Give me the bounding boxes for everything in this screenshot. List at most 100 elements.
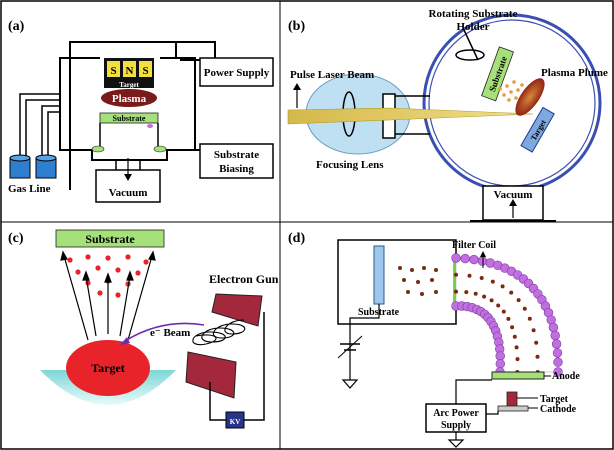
rotating-holder-ring xyxy=(455,49,485,61)
filter-coil-label: Filter Coil xyxy=(452,240,496,251)
vacuum-a-label: Vacuum xyxy=(109,187,148,199)
filter-coil-pointer-head xyxy=(480,251,486,257)
substrate-biasing-box xyxy=(199,143,274,179)
plasma-plume-label: Plasma Plume xyxy=(541,67,608,79)
duct-particle xyxy=(454,289,458,294)
substrate-c-label: Substrate xyxy=(85,232,135,246)
gas-line-label: Gas Line xyxy=(8,183,51,195)
duct-particle xyxy=(527,316,532,321)
vacuum-b-base xyxy=(470,220,556,222)
vacuum-a-arrowhead xyxy=(124,174,132,181)
duct-particle xyxy=(501,309,506,314)
arc-power-supply-box xyxy=(425,403,487,433)
arc-power-supply-label-1: Arc Power xyxy=(433,408,479,419)
arc-ground-symbol xyxy=(447,439,465,448)
plasma-plume xyxy=(515,78,545,116)
power-supply-label: Power Supply xyxy=(204,67,270,79)
substrate-c xyxy=(55,229,165,248)
coil-bead xyxy=(495,359,505,369)
sputter-target xyxy=(104,80,154,88)
coil-bead xyxy=(550,330,560,341)
magnet-s1 xyxy=(107,61,120,77)
duct-particle xyxy=(510,325,515,330)
magnet-label-s1: S xyxy=(110,65,116,77)
e-beam-arrowhead xyxy=(120,337,130,345)
target-d xyxy=(506,391,518,407)
arc-wire-cathode xyxy=(486,411,499,415)
magnet-s2 xyxy=(139,61,152,77)
evaporant-particles xyxy=(67,254,149,298)
duct-particle xyxy=(482,294,487,299)
coil-bead xyxy=(551,339,562,349)
power-supply-wire xyxy=(69,41,177,190)
filter-coil-beads xyxy=(451,253,563,377)
target-c-label: Target xyxy=(91,361,125,375)
focusing-lens-label: Focusing Lens xyxy=(316,159,384,171)
substrate-a-label: Substrate xyxy=(113,114,146,123)
duct-particle xyxy=(473,291,478,296)
pld-chamber-outer xyxy=(422,13,602,193)
coil-bead xyxy=(553,357,563,367)
kv-box xyxy=(225,411,245,429)
coil-bead xyxy=(553,367,563,377)
panel-a-sputtering: (a) S N S Target Plasma Substrate Power … xyxy=(8,19,274,203)
vacuum-b-label: Vacuum xyxy=(494,189,533,201)
magnet-label-s2: S xyxy=(142,65,148,77)
substrate-a xyxy=(99,112,159,124)
plasma xyxy=(101,89,157,107)
valve-right xyxy=(153,145,167,153)
duct-particle xyxy=(535,354,540,359)
substrate-b xyxy=(481,46,514,102)
beam-arrowhead-up xyxy=(293,83,301,90)
duct-particle xyxy=(467,273,472,278)
cathode-label: Cathode xyxy=(540,404,577,415)
panel-c-ebeam: (c) Substrate Target Electron Gun e⁻ Bea… xyxy=(8,229,279,429)
duct-particle xyxy=(454,272,458,277)
substrate-biasing-label-2: Biasing xyxy=(219,163,254,175)
gas-pipe-2 xyxy=(25,99,60,158)
substrate-biasing-label-1: Substrate xyxy=(214,149,259,161)
anode xyxy=(491,371,545,380)
power-supply-box xyxy=(199,57,274,87)
duct-particle xyxy=(514,345,519,350)
plume-particles xyxy=(498,80,524,102)
arc-wire-anode xyxy=(455,379,492,404)
anode-label: Anode xyxy=(552,371,580,382)
duct-particle xyxy=(512,334,517,339)
pld-chamber-inner xyxy=(428,19,596,187)
bias-ground-symbol xyxy=(341,379,359,389)
duct-particle xyxy=(489,298,494,303)
duct-particle xyxy=(496,303,501,308)
magnet-label-n: N xyxy=(126,65,134,77)
arc-chamber xyxy=(337,239,457,325)
bias-variable-arrow xyxy=(337,335,363,359)
gas-cylinder-right xyxy=(35,154,57,179)
substrate-d xyxy=(373,245,385,305)
gun-plate-top xyxy=(211,293,263,327)
duct-particle xyxy=(464,290,469,295)
pulse-laser-beam-label: Pulse Laser Beam xyxy=(290,69,374,81)
panel-d-cathodic-arc: (d) Substrate Filter Coil Anode Target C… xyxy=(288,231,580,448)
arc-power-supply-label-2: Supply xyxy=(441,420,471,431)
rotating-holder-label-2: Holder xyxy=(457,21,490,33)
substrate-clip xyxy=(147,124,153,128)
plasma-label: Plasma xyxy=(112,93,147,105)
duct-particles xyxy=(454,272,540,374)
gas-pipe-4 xyxy=(47,111,60,158)
panel-b-tag: (b) xyxy=(288,19,305,34)
duct-particle xyxy=(522,306,527,311)
sputter-target-label: Target xyxy=(119,81,139,89)
chamber-top-right xyxy=(160,57,196,98)
panel-c-tag: (c) xyxy=(8,231,24,246)
gun-filament-coil xyxy=(192,319,246,346)
coil-bead xyxy=(552,348,563,358)
target-d-label: Target xyxy=(540,394,569,405)
cathode xyxy=(497,405,529,412)
target-c xyxy=(66,340,150,396)
coil-bead xyxy=(469,254,479,265)
gas-pipe-3 xyxy=(41,105,60,158)
e-beam-label: e⁻ Beam xyxy=(150,327,190,339)
panel-b-pld: (b) Pulse Laser Beam Focusing Lens Subst… xyxy=(287,8,608,222)
